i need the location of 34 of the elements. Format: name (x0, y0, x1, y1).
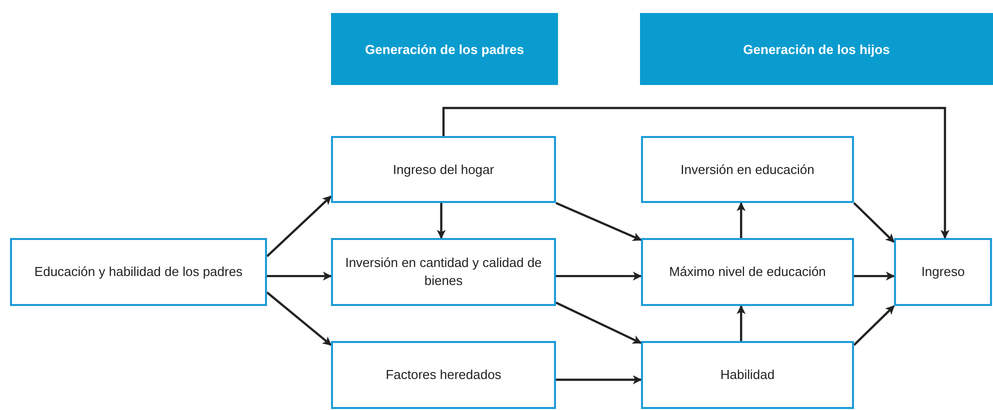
process-box (331, 136, 556, 203)
header-banner (331, 13, 558, 85)
node-label: Habilidad (720, 366, 775, 384)
process-box (641, 136, 854, 203)
arrow (556, 302, 642, 344)
arrow (556, 202, 642, 242)
process-box (641, 238, 854, 306)
node-label: Factores heredados (386, 366, 502, 384)
arrow (442, 106, 950, 239)
arrow (556, 375, 642, 384)
node-label: Generación de los hijos (743, 42, 890, 56)
arrow (436, 203, 446, 239)
arrow (736, 305, 746, 341)
node-label: Ingreso del hogar (392, 160, 494, 178)
arrow (267, 272, 332, 281)
process-box (641, 341, 854, 409)
arrow (556, 272, 642, 281)
node-label: Generación de los padres (365, 42, 524, 56)
process-box (894, 238, 992, 306)
node-label: Máximo nivel de educación (669, 263, 826, 281)
arrow (266, 196, 332, 258)
arrow (854, 272, 895, 281)
arrow (853, 305, 895, 346)
header-banner (640, 13, 993, 85)
process-box (331, 238, 556, 306)
node-label: Inversión en cantidad y calidad de bienes (344, 254, 543, 290)
node-label: Ingreso (921, 263, 965, 281)
arrow (853, 202, 895, 243)
arrow (736, 202, 746, 238)
arrow (266, 292, 332, 346)
node-label: Inversión en educación (680, 160, 814, 178)
process-box (331, 341, 556, 409)
process-box (10, 238, 267, 306)
node-label: Educación y habilidad de los padres (34, 263, 243, 281)
